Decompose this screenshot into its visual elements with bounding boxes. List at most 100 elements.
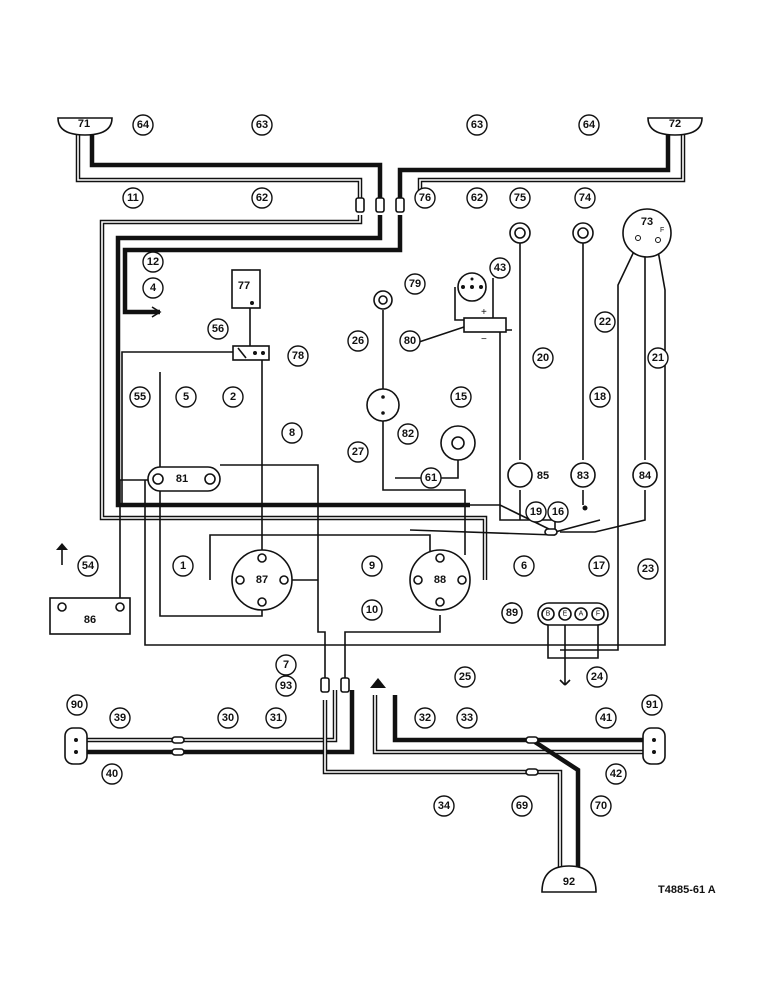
unit-73-terminal-label: F	[660, 227, 664, 234]
unit-73-label: 73	[641, 216, 653, 228]
wire-tag-label: 63	[471, 119, 483, 131]
wire-tag: 70	[590, 795, 612, 817]
wire-tag-label: 80	[404, 335, 416, 347]
wire-tag-label: 18	[594, 391, 606, 403]
wire-tag-label: 62	[471, 192, 483, 204]
wire-tag-label: 11	[127, 192, 139, 204]
wire-tag-label: 6	[521, 560, 527, 572]
wire-tag: 63	[466, 114, 488, 136]
bulb-74	[572, 222, 594, 244]
wire-tag-label: 12	[147, 256, 159, 268]
wire-tag: 93	[275, 675, 297, 697]
wire-tag: 6	[513, 555, 535, 577]
wire-tag-label: 7	[283, 659, 289, 671]
wire-tag-label: 24	[591, 671, 604, 683]
lower-connectors	[171, 505, 588, 776]
battery-86-label: 86	[84, 614, 96, 626]
wire-tag: 54	[77, 555, 99, 577]
unit-82	[440, 425, 476, 461]
wire-tag-label: 19	[530, 506, 542, 518]
unit-80: + −	[463, 307, 507, 345]
wire-tag-label: 63	[256, 119, 268, 131]
wire-tag: 1	[172, 555, 194, 577]
unit-81-label: 81	[176, 473, 188, 485]
wire-tag-label: 43	[494, 262, 506, 274]
wire-tag: 63	[251, 114, 273, 136]
tag-91: 91	[641, 694, 663, 716]
svg-text:79: 79	[409, 278, 421, 290]
unit-85: 85	[507, 462, 549, 488]
battery-86: 86	[49, 543, 131, 635]
wire-tag-label: 26	[352, 335, 364, 347]
wire-tag-label: 16	[552, 506, 564, 518]
wire-tag-label: 1	[180, 560, 186, 572]
wire-tag-label: 31	[270, 712, 282, 724]
unit-85-label: 85	[537, 470, 549, 482]
svg-text:82: 82	[402, 428, 414, 440]
wire-tag: 69	[511, 795, 533, 817]
unit-87: 87	[231, 549, 293, 611]
wire-tag: 4	[142, 277, 164, 299]
wire-tag: 61	[420, 467, 442, 489]
unit-73: 73 F	[622, 208, 672, 258]
wire-tag-label: 8	[289, 427, 295, 439]
wire-tag: 55	[129, 386, 151, 408]
wire-tag: 15	[450, 386, 472, 408]
wire-tag: 18	[589, 386, 611, 408]
unit-83-label: 83	[577, 470, 589, 482]
unit-83: 83	[570, 462, 596, 488]
wire-tag-label: 39	[114, 712, 126, 724]
wire-tag: 5	[175, 386, 197, 408]
lamp-91	[642, 727, 666, 765]
wire-tag-label: 21	[652, 352, 664, 364]
lamp-90	[64, 727, 88, 765]
wire-tag-label: 27	[352, 446, 364, 458]
wire-tag-label: 69	[516, 800, 528, 812]
wire-tag-label: 22	[599, 316, 611, 328]
tag-79: 79	[404, 273, 426, 295]
unit-80-minus: −	[481, 334, 487, 345]
unit-78	[232, 345, 270, 361]
wire-tag: 23	[637, 558, 659, 580]
svg-text:90: 90	[71, 699, 83, 711]
wire-tag: 12	[142, 251, 164, 273]
unit-27	[366, 388, 400, 422]
wire-tag: 17	[588, 555, 610, 577]
wire-tag-label: 40	[106, 768, 118, 780]
wire-tag: 34	[433, 795, 455, 817]
unit-79	[457, 272, 487, 302]
wire-tag: 41	[595, 707, 617, 729]
wire-tag: 22	[594, 311, 616, 333]
unit-80-plus: +	[481, 307, 487, 318]
lamp-72: 72	[647, 117, 703, 136]
unit-88-label: 88	[434, 574, 446, 586]
wire-tag: 64	[578, 114, 600, 136]
wire-tag: 76	[414, 187, 436, 209]
wire-tag-label: 61	[425, 472, 437, 484]
tag-90: 90	[66, 694, 88, 716]
wire-tag: 16	[547, 501, 569, 523]
wire-tag: 75	[509, 187, 531, 209]
wire-tag: 24	[586, 666, 608, 688]
wire-tag-label: 23	[642, 563, 654, 575]
block-89-terminal-e: E	[563, 611, 568, 618]
bulb-75	[509, 222, 531, 244]
wire-tag-label: 25	[459, 671, 471, 683]
wire-tag: 64	[132, 114, 154, 136]
wire-tag-label: 17	[593, 560, 605, 572]
wire-tag: 32	[414, 707, 436, 729]
wire-tag: 26	[347, 330, 369, 352]
lamp-92-label: 92	[563, 876, 575, 888]
wire-tag-label: 32	[419, 712, 431, 724]
switch-77-label: 77	[238, 280, 250, 292]
wire-tag-label: 70	[595, 800, 607, 812]
wire-tag: 20	[532, 347, 554, 369]
wire-tag: 10	[361, 599, 383, 621]
tag-82: 82	[397, 423, 419, 445]
svg-text:78: 78	[292, 350, 304, 362]
harness-connectors	[355, 197, 405, 213]
wire-tag: 56	[207, 318, 229, 340]
wire-tag: 74	[574, 187, 596, 209]
wire-tag: 8	[281, 422, 303, 444]
